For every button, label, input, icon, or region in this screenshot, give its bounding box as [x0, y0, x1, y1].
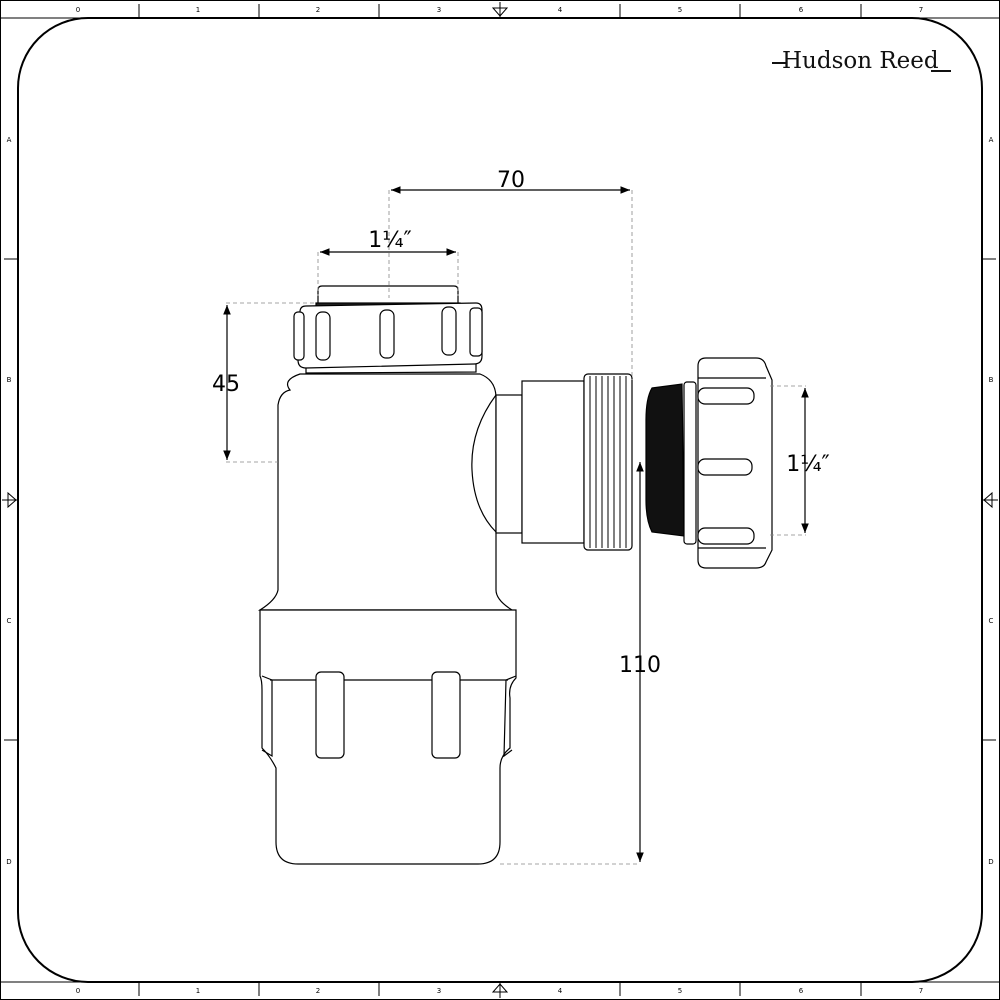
inlet-pipe [317, 285, 459, 305]
svg-text:2: 2 [316, 987, 320, 995]
svg-text:1: 1 [196, 987, 200, 995]
svg-text:D: D [988, 858, 993, 866]
outlet-assembly [495, 357, 773, 569]
svg-text:5: 5 [678, 987, 682, 995]
svg-text:A: A [989, 136, 994, 144]
width-dimension-label: 70 [497, 168, 525, 193]
bottle-trap [257, 285, 517, 865]
outlet-nut-grip [697, 527, 755, 545]
top-ruler-ticks [4, 4, 996, 996]
logo-rule-left [772, 62, 786, 64]
inlet-size-label: 1¼″ [368, 228, 412, 253]
trap-side-bulge [471, 394, 497, 533]
outlet-body [521, 380, 585, 544]
outlet-seal [645, 383, 685, 537]
trap-upper-body [257, 373, 515, 611]
svg-text:D: D [6, 858, 11, 866]
bottle-left-edge [261, 675, 273, 758]
height-dimension-label: 110 [619, 653, 661, 678]
bottle-grip [431, 671, 461, 759]
bottle-grip [315, 671, 345, 759]
svg-text:B: B [989, 376, 994, 384]
svg-text:4: 4 [558, 987, 563, 995]
inlet-nut-grip [379, 309, 395, 359]
inlet-nut-grip [315, 311, 331, 361]
svg-text:1: 1 [196, 6, 200, 14]
svg-text:2: 2 [316, 6, 320, 14]
logo-rule-right [930, 70, 951, 72]
outlet-nut-grip [697, 458, 753, 476]
trap-bottle [259, 609, 517, 865]
svg-text:0: 0 [76, 6, 80, 14]
outlet-neck [495, 394, 523, 534]
inlet-nut-edge [293, 311, 305, 361]
inlet-nut-base [305, 364, 477, 374]
outlet-washer [683, 381, 697, 545]
svg-text:6: 6 [799, 6, 804, 14]
svg-text:B: B [7, 376, 12, 384]
column-labels-top: 0 1 2 3 4 5 6 7 [76, 6, 923, 14]
svg-text:4: 4 [558, 6, 563, 14]
svg-text:C: C [989, 617, 994, 625]
outlet-size-label: 1¼″ [786, 452, 830, 477]
brand-name: Hudson Reed [782, 48, 939, 74]
nut-height-label: 45 [212, 372, 240, 397]
inlet-nut-grip [441, 306, 457, 356]
brand-logo: Hudson Reed [772, 48, 951, 74]
outlet-nut-grip [697, 387, 755, 405]
svg-text:3: 3 [437, 6, 441, 14]
svg-text:A: A [7, 136, 12, 144]
bottle-right-edge [503, 675, 517, 758]
svg-text:3: 3 [437, 987, 441, 995]
svg-text:6: 6 [799, 987, 804, 995]
svg-text:C: C [7, 617, 12, 625]
column-labels-bottom: 0 1 2 3 4 5 6 7 [76, 987, 923, 995]
dimension-lines [223, 186, 809, 865]
inner-frame [17, 17, 983, 983]
inlet-nut-edge [469, 307, 483, 357]
row-labels-left: A B C D [6, 136, 11, 866]
row-labels-right: A B C D [988, 136, 993, 866]
svg-text:7: 7 [919, 6, 923, 14]
svg-text:7: 7 [919, 987, 923, 995]
svg-text:0: 0 [76, 987, 80, 995]
svg-text:5: 5 [678, 6, 682, 14]
thread-lines [589, 376, 627, 548]
